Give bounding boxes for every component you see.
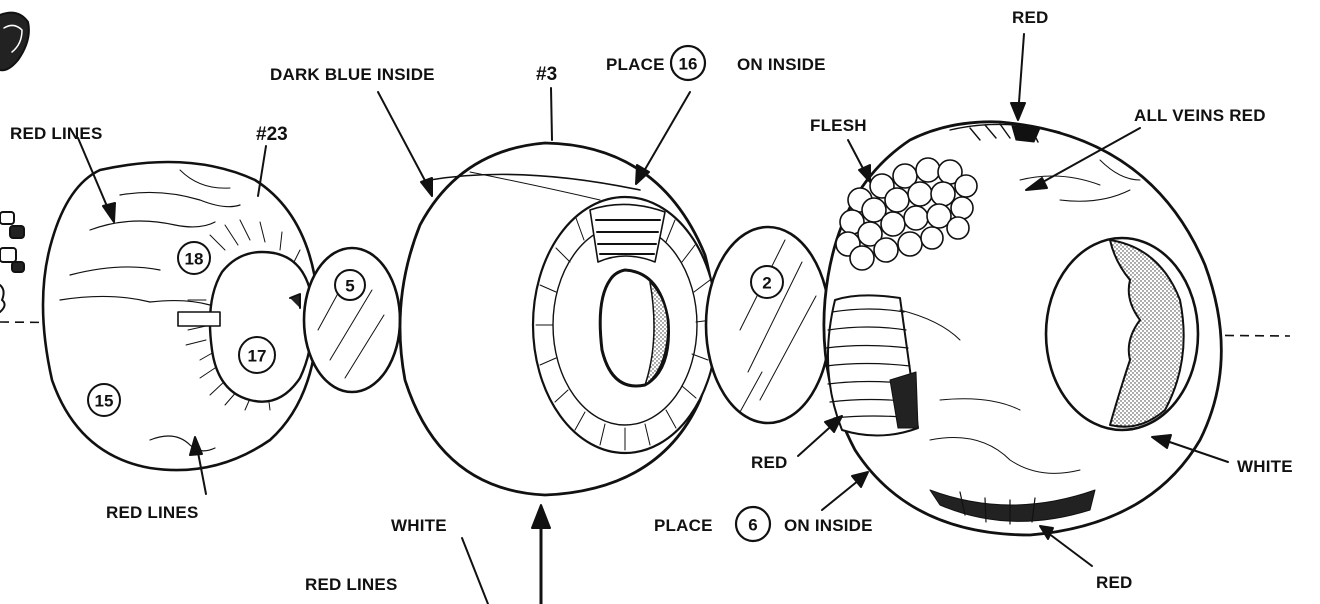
part-23-eye-half <box>43 162 318 470</box>
label-white-right: WHITE <box>1237 457 1293 476</box>
label-place-16-suffix: ON INSIDE <box>737 55 826 74</box>
label-dark-blue-inside: DARK BLUE INSIDE <box>270 65 435 84</box>
label-red-top: RED <box>1012 8 1049 27</box>
label-white-center: WHITE <box>391 516 447 535</box>
right-eyeball <box>824 122 1221 535</box>
label-red-mid: RED <box>751 453 788 472</box>
label-flesh: FLESH <box>810 116 867 135</box>
part-number-5-label: 5 <box>345 277 354 296</box>
label-place-6-prefix: PLACE <box>654 516 713 535</box>
lens-part-2 <box>706 227 830 423</box>
label-all-veins-red: ALL VEINS RED <box>1134 106 1266 125</box>
label-part-23: #23 <box>256 124 288 145</box>
part-number-18: 18 <box>178 242 210 274</box>
label-place-16-prefix: PLACE <box>606 55 665 74</box>
label-red-lines-bottom: RED LINES <box>106 503 198 522</box>
label-place-6-suffix: ON INSIDE <box>784 516 873 535</box>
part-number-2-label: 2 <box>762 274 771 293</box>
part-number-15: 15 <box>88 384 120 416</box>
part-number-15-label: 15 <box>95 392 114 411</box>
part-number-17: 17 <box>239 337 275 373</box>
part-number-17-label: 17 <box>248 347 267 366</box>
label-red-lines-lower: RED LINES <box>305 575 397 594</box>
label-part-3: #3 <box>536 64 557 85</box>
place-16-circle: 16 <box>671 46 705 80</box>
label-red-lines-top: RED LINES <box>10 124 102 143</box>
place-6-circle: 6 <box>736 507 770 541</box>
lens-part-5 <box>304 248 400 392</box>
label-red-bottom: RED <box>1096 573 1133 592</box>
label-place-16-number: 16 <box>679 55 698 74</box>
corner-detail-illustration <box>0 13 29 312</box>
label-place-6-number: 6 <box>748 516 757 535</box>
part-number-18-label: 18 <box>185 250 204 269</box>
part-3-eye-shell <box>400 143 717 495</box>
